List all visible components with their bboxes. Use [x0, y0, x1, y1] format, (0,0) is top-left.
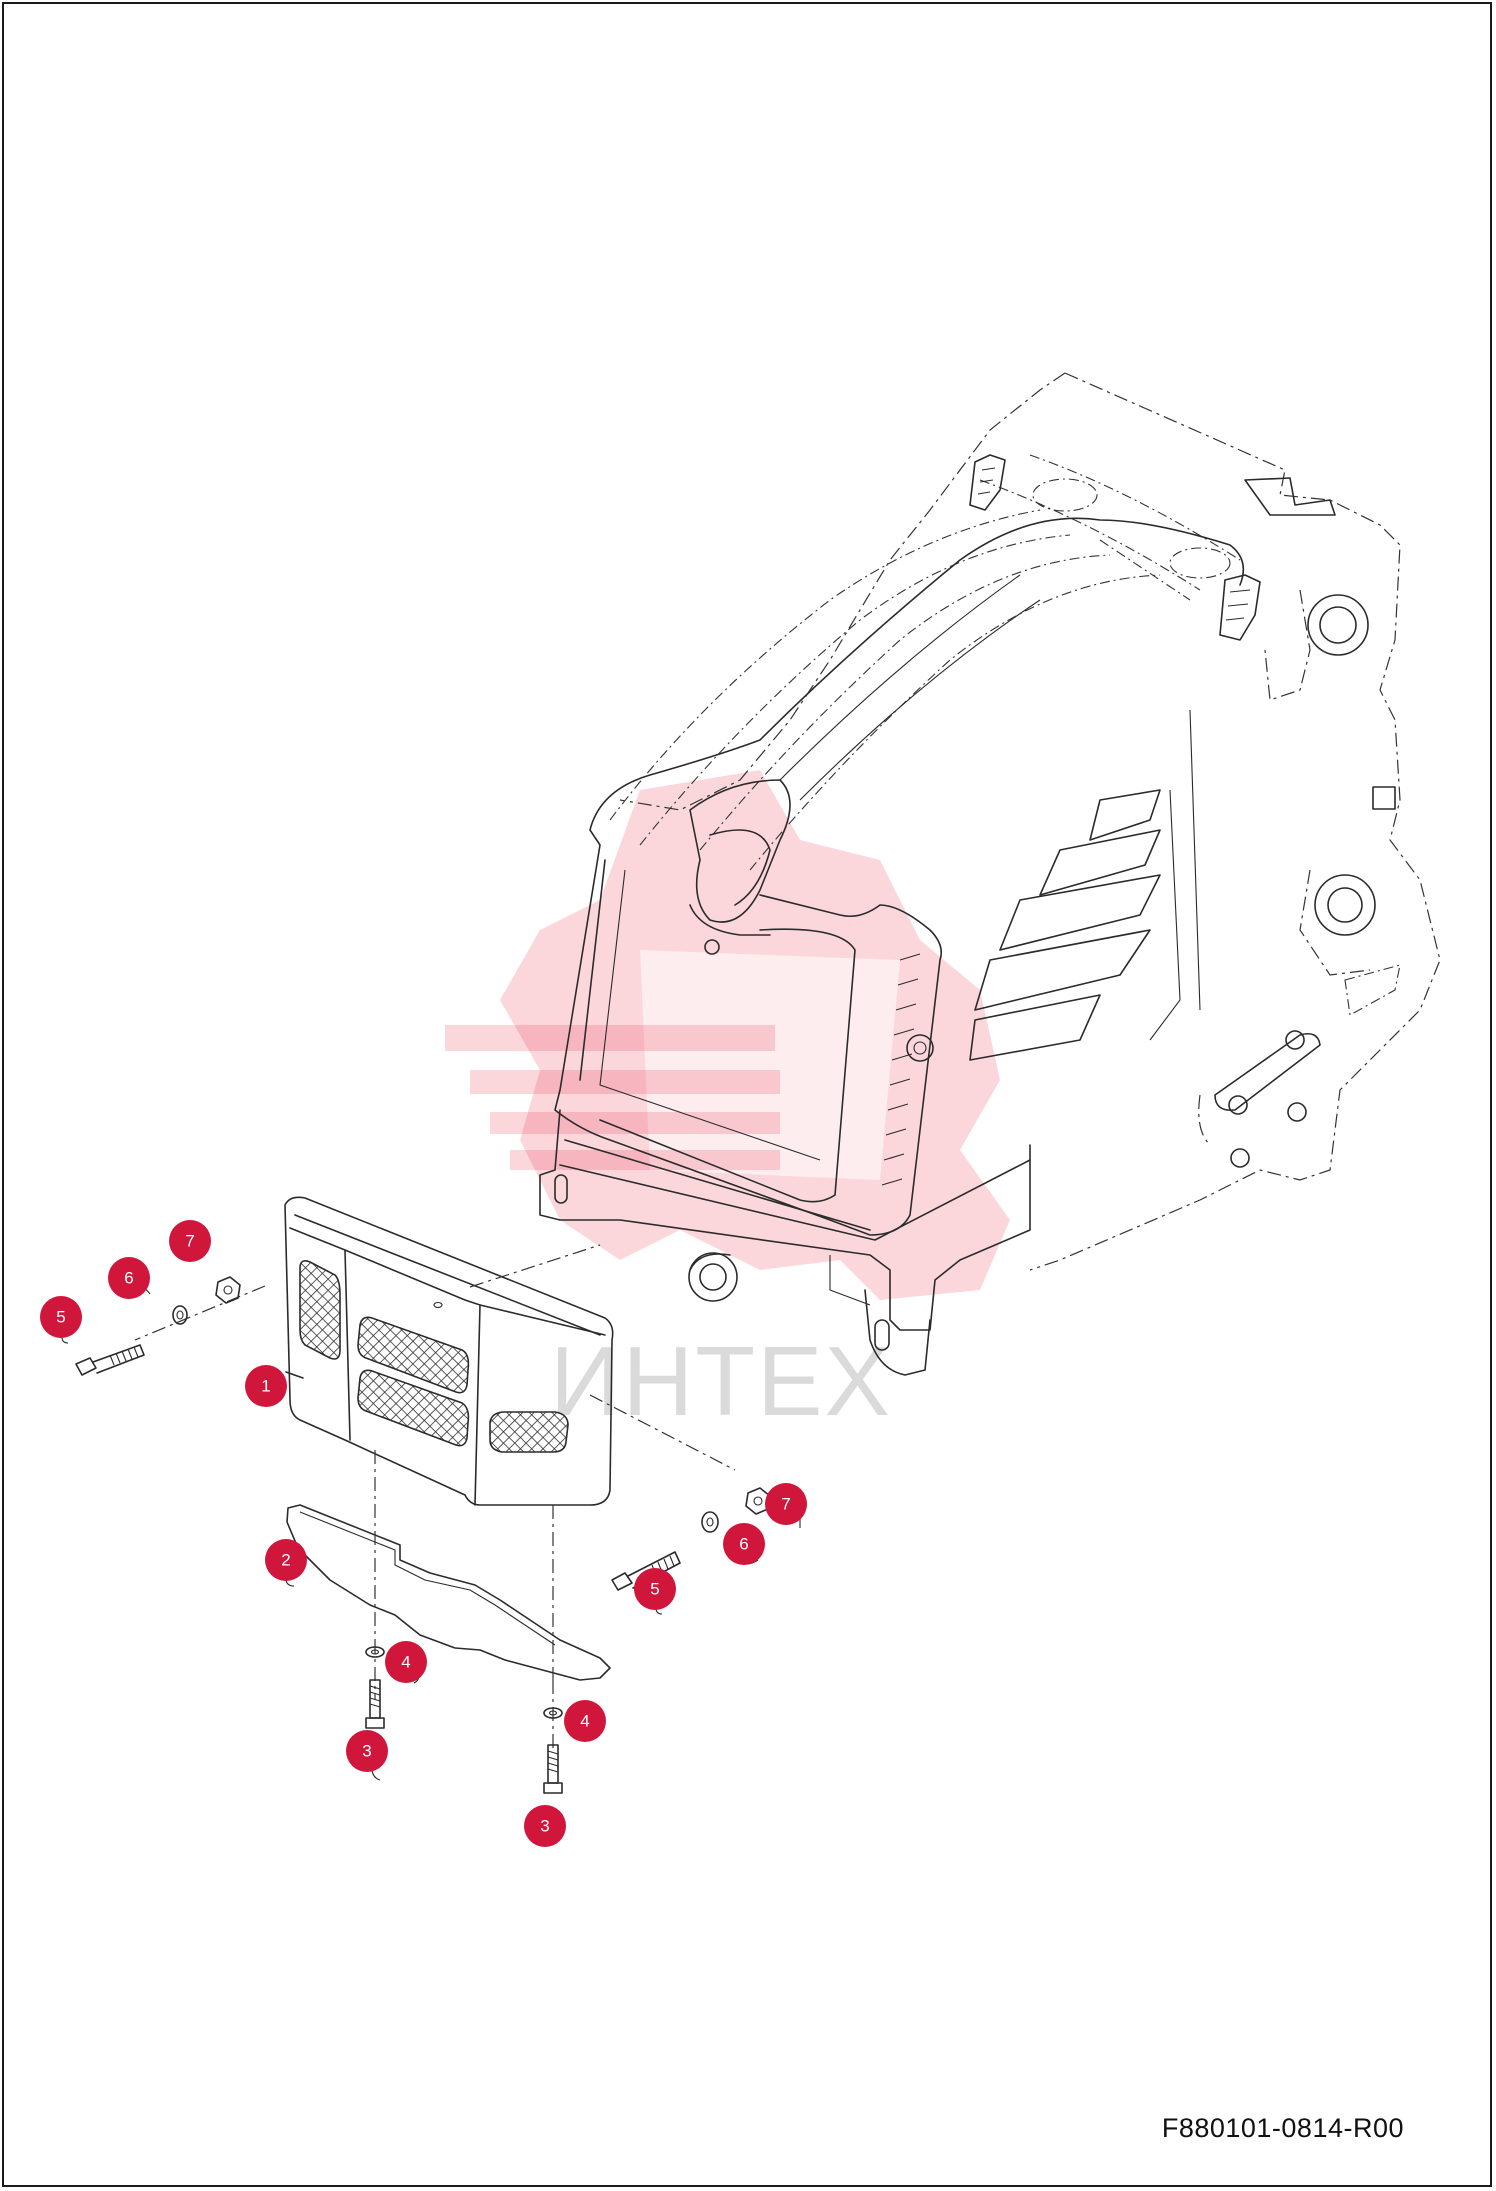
- watermark-text: ИНТЕХ: [550, 1326, 892, 1436]
- svg-text:6: 6: [124, 1269, 133, 1288]
- callout-1: 1: [245, 1365, 287, 1407]
- callout-3a: 3: [346, 1730, 388, 1772]
- hardware-left-bolt-set: [75, 1276, 241, 1376]
- callout-4a: 4: [385, 1641, 427, 1683]
- hood-side-louvers: [969, 709, 1201, 1061]
- svg-text:6: 6: [739, 1535, 748, 1554]
- svg-text:3: 3: [540, 1817, 549, 1836]
- svg-text:4: 4: [580, 1712, 589, 1731]
- hardware-bottom-screws: [365, 1646, 563, 1794]
- loader-frame-phantom: [619, 372, 1441, 1271]
- svg-text:7: 7: [185, 1232, 194, 1251]
- svg-text:3: 3: [362, 1742, 371, 1761]
- callout-6a: 6: [108, 1257, 150, 1299]
- callout-5b: 5: [634, 1568, 676, 1610]
- callout-6b: 6: [723, 1523, 765, 1565]
- assembly-centerlines: [134, 1244, 736, 1750]
- part-2-lower-plate: [286, 1504, 611, 1681]
- svg-text:7: 7: [781, 1495, 790, 1514]
- callout-2: 2: [265, 1539, 307, 1581]
- drawing-number: F880101-0814-R00: [1161, 2113, 1404, 2143]
- svg-text:1: 1: [261, 1377, 270, 1396]
- svg-text:5: 5: [56, 1308, 65, 1327]
- callout-4b: 4: [564, 1700, 606, 1742]
- svg-text:2: 2: [281, 1551, 290, 1570]
- part-1-front-grille: [284, 1196, 614, 1506]
- hood-slot-column: [881, 953, 921, 1186]
- watermark-logo: [445, 770, 1010, 1300]
- engine-hood: [539, 509, 1245, 1376]
- callout-5a: 5: [40, 1296, 82, 1338]
- svg-text:5: 5: [650, 1580, 659, 1599]
- svg-text:4: 4: [401, 1653, 410, 1672]
- callout-3b: 3: [524, 1805, 566, 1847]
- callout-7b: 7: [765, 1483, 807, 1525]
- callout-7a: 7: [169, 1220, 211, 1262]
